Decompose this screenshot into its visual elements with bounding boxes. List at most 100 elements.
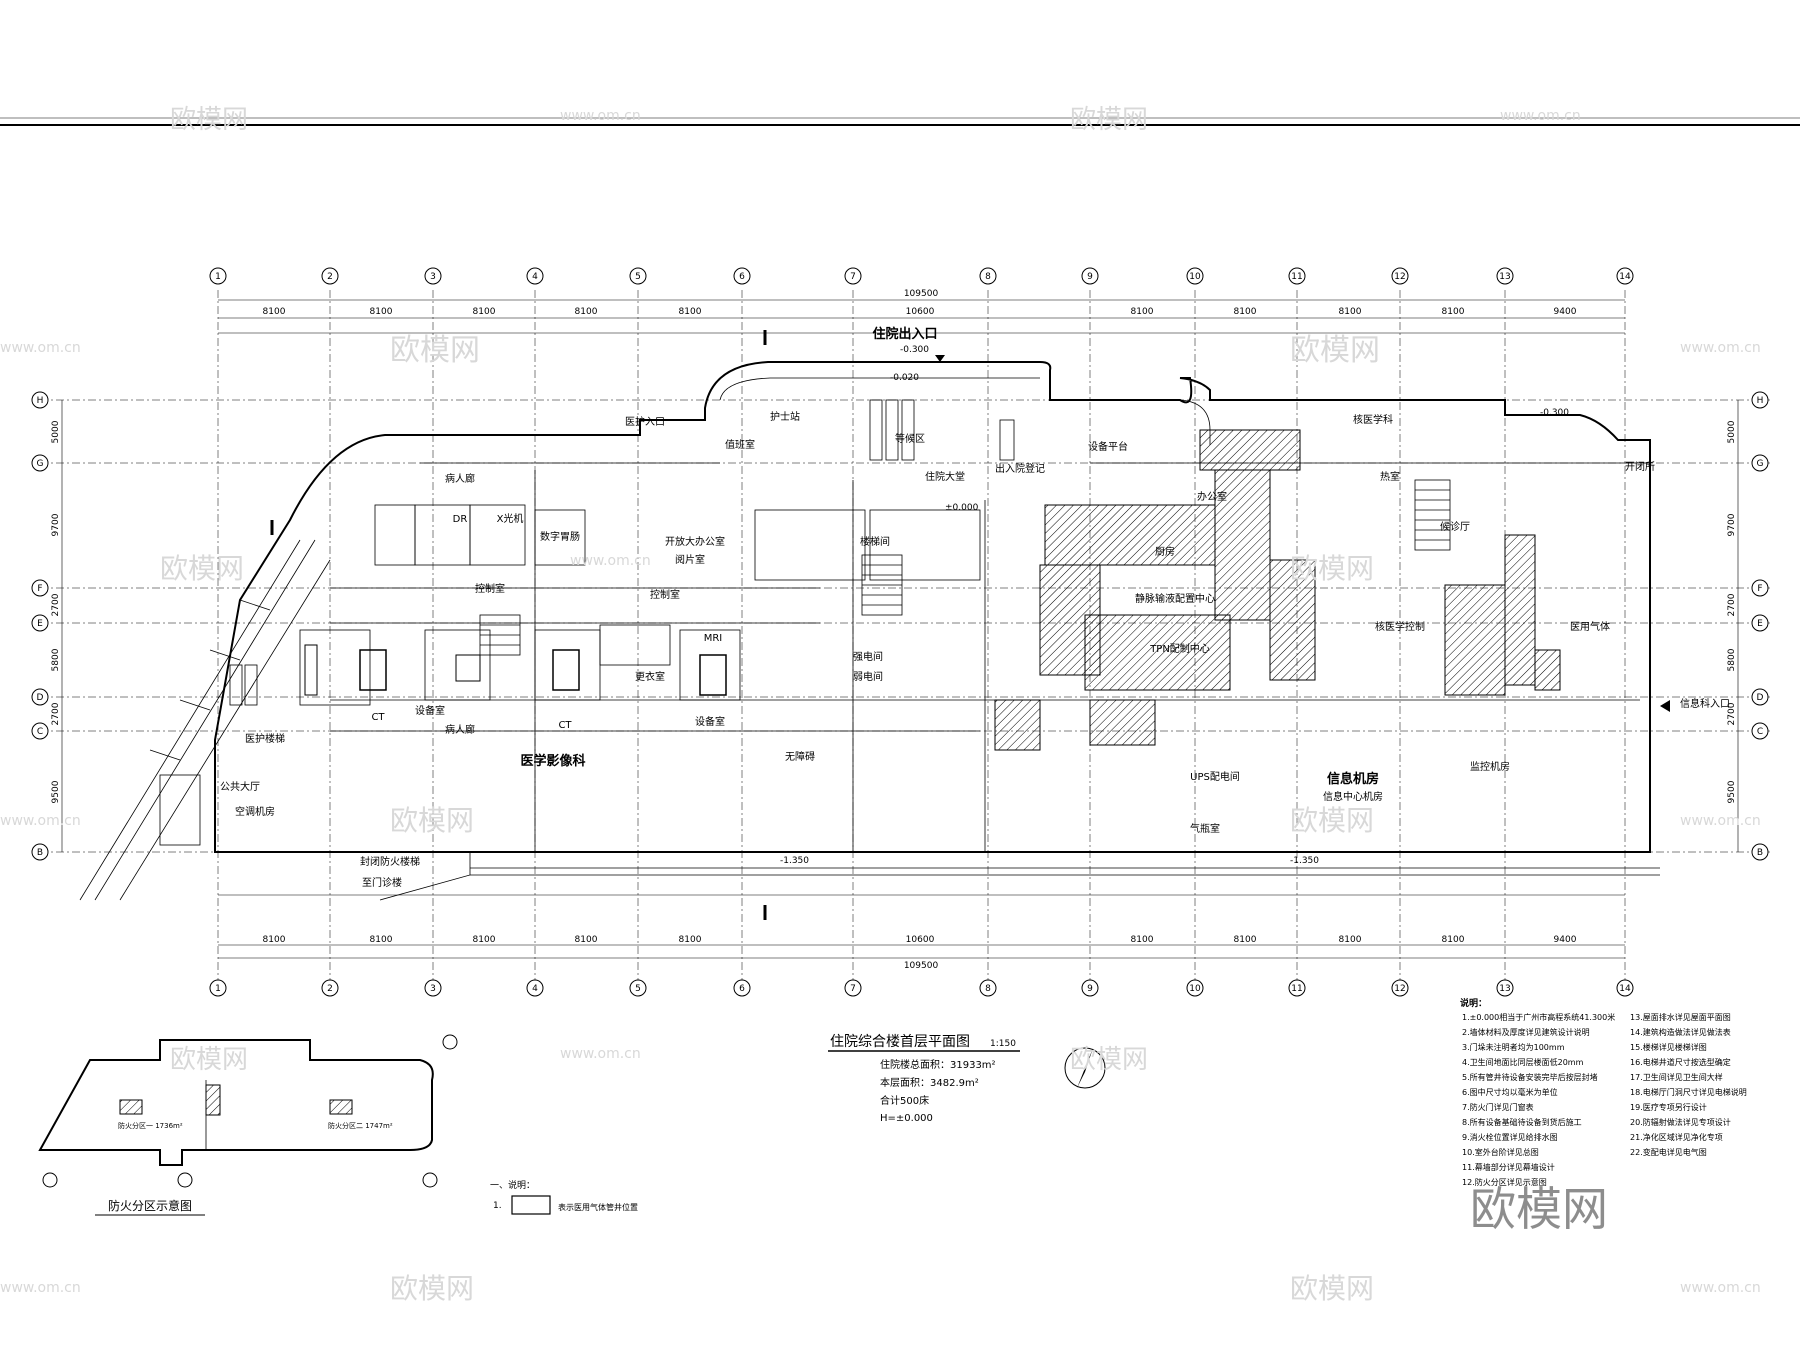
svg-text:B: B bbox=[1757, 848, 1763, 858]
svg-text:7: 7 bbox=[850, 272, 856, 282]
dept-label-info: 信息机房 bbox=[1327, 771, 1379, 787]
dimension-chain-bottom: 8100 8100 8100 8100 8100 10600 8100 8100… bbox=[218, 894, 1625, 971]
legend-swatch bbox=[511, 1195, 551, 1215]
svg-text:12: 12 bbox=[1394, 272, 1405, 282]
elevation-mark: -1.350 bbox=[780, 856, 809, 866]
elevation-mark: -0.020 bbox=[890, 373, 919, 383]
room-label: 办公室 bbox=[1197, 490, 1227, 503]
svg-text:欧模网: 欧模网 bbox=[390, 804, 474, 837]
svg-text:B: B bbox=[37, 848, 43, 858]
bay-dim: 10600 bbox=[906, 307, 935, 317]
room-label: 封闭防火楼梯 bbox=[360, 855, 420, 868]
row-dim: 9700 bbox=[1727, 513, 1737, 536]
room-label: 阅片室 bbox=[675, 553, 705, 566]
room-label: CT bbox=[558, 720, 572, 731]
svg-text:3: 3 bbox=[430, 272, 436, 282]
svg-text:6: 6 bbox=[739, 272, 745, 282]
row-dim: 9700 bbox=[51, 513, 61, 536]
room-label: 数字胃肠 bbox=[540, 530, 580, 543]
room-label: 候诊厅 bbox=[1440, 520, 1470, 533]
hatched-zones bbox=[994, 429, 1561, 751]
datum-elevation: H=±0.000 bbox=[880, 1113, 933, 1124]
svg-text:欧模网: 欧模网 bbox=[390, 1272, 474, 1305]
note-item: 12.防火分区详见示意图 bbox=[1462, 1177, 1547, 1187]
imaging-rooms bbox=[229, 399, 1451, 706]
room-label: 监控机房 bbox=[1470, 760, 1510, 773]
svg-text:H: H bbox=[1757, 396, 1764, 406]
svg-text:1: 1 bbox=[215, 984, 221, 994]
svg-text:9: 9 bbox=[1087, 272, 1093, 282]
row-dim: 2700 bbox=[51, 593, 61, 616]
room-label: 控制室 bbox=[650, 588, 680, 601]
svg-text:www.om.cn: www.om.cn bbox=[1680, 1280, 1761, 1296]
note-item: 17.卫生间详见卫生间大样 bbox=[1630, 1072, 1723, 1082]
svg-text:欧模网: 欧模网 bbox=[1290, 333, 1380, 368]
room-label: UPS配电间 bbox=[1190, 770, 1240, 783]
svg-text:8: 8 bbox=[985, 272, 991, 282]
room-label: 开闭所 bbox=[1625, 460, 1655, 473]
svg-text:E: E bbox=[37, 619, 43, 629]
svg-text:www.om.cn: www.om.cn bbox=[1680, 340, 1761, 356]
bay-dim: 8100 bbox=[575, 307, 598, 317]
entrance-ramp bbox=[79, 539, 331, 901]
bay-dim: 9400 bbox=[1554, 935, 1577, 945]
bay-dim: 8100 bbox=[1131, 307, 1154, 317]
building-outline bbox=[214, 361, 1651, 853]
note-item: 5.所有管井待设备安装完毕后按层封堵 bbox=[1462, 1072, 1598, 1082]
room-labels: 病人廊 病人廊 DR X光机 数字胃肠 MRI CT CT 控制室 控制室 设备… bbox=[220, 410, 1655, 889]
svg-text:6: 6 bbox=[739, 984, 745, 994]
row-dim: 2700 bbox=[1727, 702, 1737, 725]
elevation-mark: -1.350 bbox=[1290, 856, 1319, 866]
entrance-inpatient-label: 住院出入口 bbox=[872, 326, 937, 342]
svg-text:H: H bbox=[37, 396, 44, 406]
note-item: 21.净化区域详见净化专项 bbox=[1630, 1132, 1723, 1142]
svg-text:F: F bbox=[1757, 584, 1762, 594]
svg-text:www.om.cn: www.om.cn bbox=[1680, 813, 1761, 829]
bay-dim: 8100 bbox=[370, 935, 393, 945]
note-item: 6.图中尺寸均以毫米为单位 bbox=[1462, 1087, 1558, 1097]
svg-text:欧模网: 欧模网 bbox=[1070, 105, 1148, 135]
fire-zone-caption: 防火分区示意图 bbox=[108, 1198, 192, 1213]
bay-dim: 8100 bbox=[263, 935, 286, 945]
room-label: 等候区 bbox=[895, 432, 925, 445]
svg-text:www.om.cn: www.om.cn bbox=[560, 1046, 641, 1062]
grid-bubbles-top: 1 2 3 4 5 6 7 8 9 10 11 12 13 14 bbox=[209, 267, 1634, 285]
svg-text:12: 12 bbox=[1394, 984, 1405, 994]
bay-dim: 8100 bbox=[1131, 935, 1154, 945]
section-markers bbox=[270, 330, 767, 920]
bay-dim: 8100 bbox=[473, 935, 496, 945]
dimension-chain-right: 5000 9700 2700 5800 2700 9500 bbox=[1727, 400, 1739, 852]
room-label: 楼梯间 bbox=[860, 535, 890, 548]
room-label: 病人廊 bbox=[445, 472, 475, 485]
svg-text:2: 2 bbox=[327, 984, 333, 994]
total-area: 住院楼总面积：31933m² bbox=[880, 1058, 996, 1071]
dimension-chain-left: 5000 9700 2700 5800 2700 9500 bbox=[51, 400, 63, 852]
grid-bubbles-left: H G F E D C B bbox=[31, 391, 49, 861]
bay-dim: 8100 bbox=[370, 307, 393, 317]
svg-text:www.om.cn: www.om.cn bbox=[0, 340, 81, 356]
entrance-arrow-icon bbox=[935, 355, 945, 362]
floor-area: 本层面积：3482.9m² bbox=[880, 1076, 979, 1089]
total-width-bottom: 109500 bbox=[904, 961, 939, 971]
svg-text:G: G bbox=[1757, 459, 1764, 469]
note-item: 9.消火栓位置详见给排水图 bbox=[1462, 1132, 1558, 1142]
room-label: 核医学控制 bbox=[1375, 620, 1425, 633]
general-notes: 说明： 1.±0.000相当于广州市高程系统41.300米 2.墙体材料及厚度详… bbox=[1460, 997, 1747, 1187]
entrance-nuclear-label: 核医学科 bbox=[1353, 413, 1393, 426]
room-label: 弱电间 bbox=[853, 670, 883, 683]
svg-text:3: 3 bbox=[430, 984, 436, 994]
note-item: 11.幕墙部分详见幕墙设计 bbox=[1462, 1162, 1555, 1172]
svg-text:欧模网: 欧模网 bbox=[170, 105, 248, 135]
room-label: 住院大堂 bbox=[925, 470, 965, 483]
svg-text:E: E bbox=[1757, 619, 1763, 629]
room-label: 公共大厅 bbox=[220, 780, 260, 793]
entrance-medical-label: 医护入口 bbox=[625, 415, 665, 428]
drawing-scale: 1:150 bbox=[990, 1039, 1016, 1049]
bay-dim: 8100 bbox=[679, 935, 702, 945]
room-label: 值班室 bbox=[725, 438, 755, 451]
svg-text:9: 9 bbox=[1087, 984, 1093, 994]
note-item: 13.屋面排水详见屋面平面图 bbox=[1630, 1012, 1731, 1022]
svg-text:D: D bbox=[37, 693, 44, 703]
room-label: 空调机房 bbox=[235, 805, 275, 818]
svg-text:5: 5 bbox=[635, 984, 641, 994]
